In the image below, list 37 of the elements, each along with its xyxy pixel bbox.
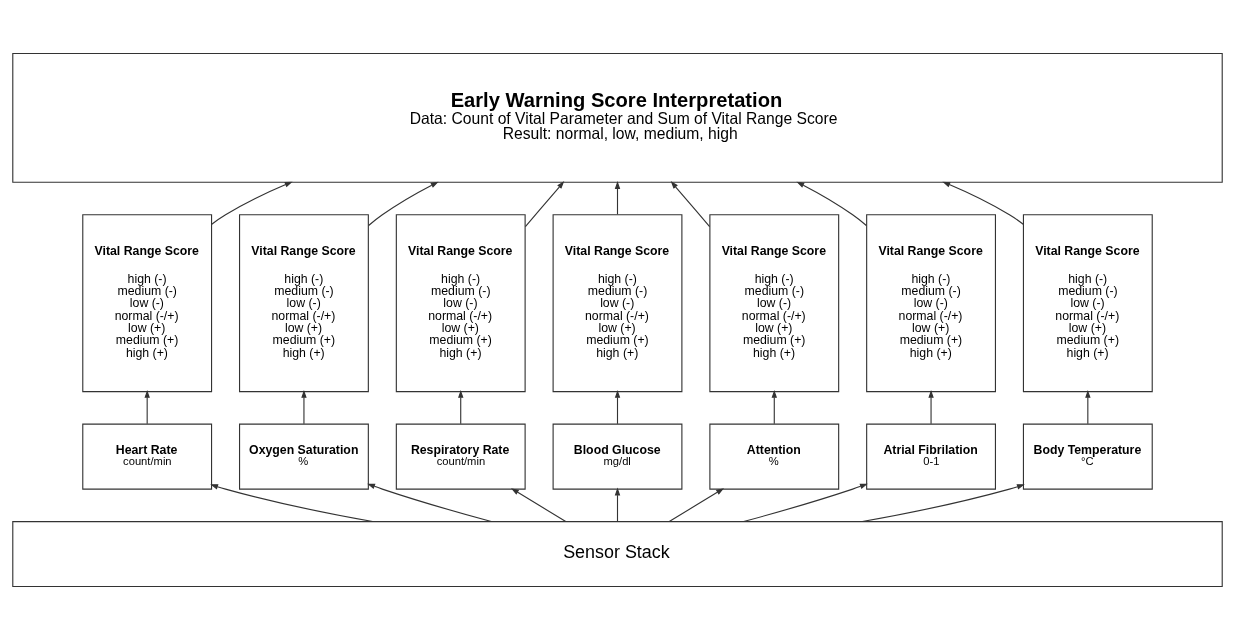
node-box: Sensor Stack — [12, 520, 1223, 587]
node-box: Vital Range Score high (-) medium (-) low (-) normal (-/+) low (+) medium (+) high (+) — [709, 213, 840, 392]
arrow — [743, 483, 868, 522]
arrow — [668, 487, 724, 522]
node-box: Vital Range Score high (-) medium (-) low (-) normal (-/+) low (+) medium (+) high (+) — [866, 213, 996, 392]
arrow — [861, 483, 1025, 522]
arrow — [368, 181, 439, 226]
arrow — [210, 483, 374, 522]
node-box: Body Temperature °C — [1022, 423, 1153, 490]
node-box: Respiratory Rate count/min — [395, 423, 526, 490]
node-box: Vital Range Score high (-) medium (-) low (-) normal (-/+) low (+) medium (+) high (+) — [82, 213, 213, 392]
arrow — [614, 487, 621, 522]
arrow — [614, 180, 621, 215]
node-box: Early Warning Score Interpretation Data: Count of Vital Parameter and Sum of Vital Range Score Result: normal, low, medium, high — [12, 52, 1223, 183]
node-box: Vital Range Score high (-) medium (-) low (-) normal (-/+) low (+) medium (+) high (+) — [1022, 213, 1153, 392]
arrow — [771, 389, 778, 424]
node-box: Vital Range Score high (-) medium (-) low (-) normal (-/+) low (+) medium (+) high (+) — [395, 213, 526, 392]
node-box: Atrial Fibrilation 0-1 — [866, 423, 996, 490]
arrow — [614, 389, 621, 424]
arrow — [524, 180, 565, 227]
node-box: Blood Glucose mg/dl — [552, 423, 683, 490]
node-box: Vital Range Score high (-) medium (-) low (-) normal (-/+) low (+) medium (+) high (+) — [239, 213, 369, 392]
arrow — [511, 487, 567, 522]
arrow — [796, 181, 867, 226]
arrow — [670, 180, 711, 227]
arrow — [211, 181, 293, 225]
node-box: Vital Range Score high (-) medium (-) low (-) normal (-/+) low (+) medium (+) high (+) — [552, 213, 683, 392]
arrow — [942, 181, 1024, 225]
arrow — [367, 483, 492, 522]
node-box: Heart Rate count/min — [82, 423, 213, 490]
arrow — [1085, 389, 1091, 424]
arrow — [301, 389, 307, 424]
arrow — [928, 389, 934, 424]
arrow — [457, 389, 464, 424]
node-box: Oxygen Saturation % — [239, 423, 369, 490]
arrow — [144, 389, 150, 424]
node-box: Attention % — [709, 423, 840, 490]
